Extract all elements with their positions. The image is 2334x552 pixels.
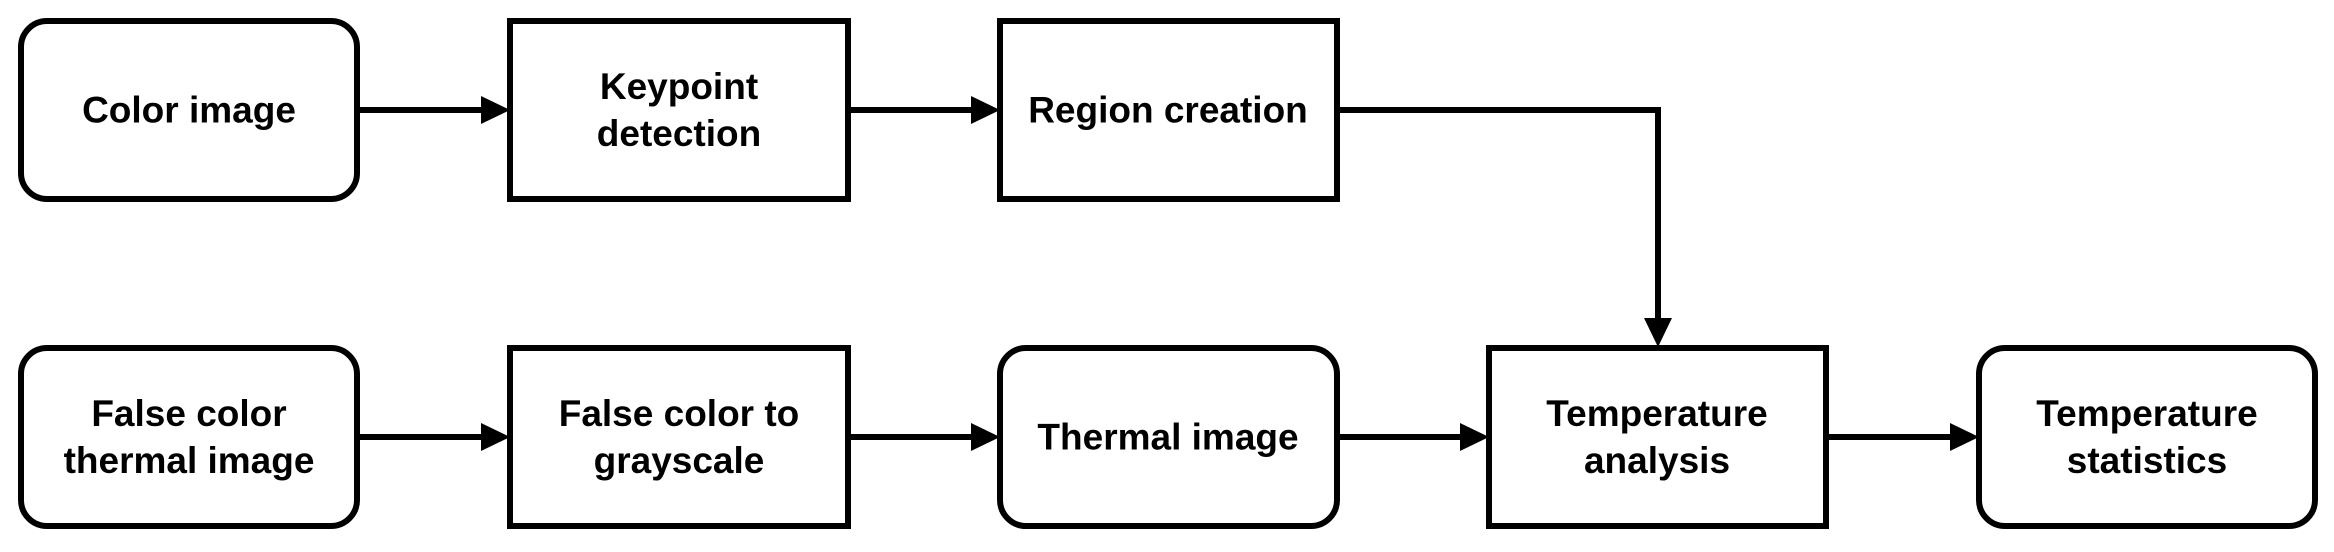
- node-thermal-image-label: Thermal image: [1037, 417, 1298, 458]
- edge-false-color-thermal-image-to-false-color-to-grayscale: [357, 423, 510, 451]
- node-label-line: statistics: [2067, 440, 2227, 481]
- node-color-image-label: Color image: [82, 90, 296, 131]
- node-label-line: False color: [91, 393, 286, 434]
- edge-false-color-to-grayscale-to-thermal-image: [848, 423, 1000, 451]
- node-temperature-analysis: Temperature analysis: [1486, 345, 1829, 529]
- edge-keypoint-detection-to-region-creation: [848, 96, 1000, 124]
- nodes-layer: Color image Keypoint detection Region cre…: [18, 18, 2318, 529]
- edges-layer: [357, 96, 1979, 451]
- edge-region-creation-to-temperature-analysis: [1337, 107, 1672, 347]
- node-label-line: Temperature: [1546, 393, 1767, 434]
- node-false-color-thermal-image: False color thermal image: [18, 345, 360, 529]
- node-temperature-statistics-label: Temperature statistics: [2036, 393, 2257, 481]
- node-temperature-analysis-label: Temperature analysis: [1546, 393, 1767, 481]
- node-label-line: Thermal image: [1037, 417, 1298, 458]
- node-label-line: detection: [597, 113, 761, 154]
- node-label-line: Temperature: [2036, 393, 2257, 434]
- node-false-color-to-grayscale: False color to grayscale: [507, 345, 851, 529]
- edge-temperature-analysis-to-temperature-statistics: [1826, 423, 1979, 451]
- node-color-image: Color image: [18, 18, 360, 202]
- node-region-creation: Region creation: [997, 18, 1340, 202]
- node-temperature-statistics: Temperature statistics: [1976, 345, 2318, 529]
- node-label-line: False color to: [559, 393, 800, 434]
- node-keypoint-detection: Keypoint detection: [507, 18, 851, 202]
- node-region-creation-label: Region creation: [1028, 90, 1308, 131]
- node-label-line: grayscale: [594, 440, 765, 481]
- edge-thermal-image-to-temperature-analysis: [1337, 423, 1489, 451]
- node-label-line: analysis: [1584, 440, 1730, 481]
- node-false-color-to-grayscale-label: False color to grayscale: [559, 393, 800, 481]
- node-label-line: Color image: [82, 90, 296, 131]
- node-keypoint-detection-label: Keypoint detection: [597, 66, 761, 154]
- node-label-line: Keypoint: [600, 66, 758, 107]
- node-label-line: Region creation: [1028, 90, 1308, 131]
- node-false-color-thermal-image-label: False color thermal image: [64, 393, 315, 481]
- node-thermal-image: Thermal image: [997, 345, 1340, 529]
- node-label-line: thermal image: [64, 440, 315, 481]
- edge-color-image-to-keypoint-detection: [357, 96, 510, 124]
